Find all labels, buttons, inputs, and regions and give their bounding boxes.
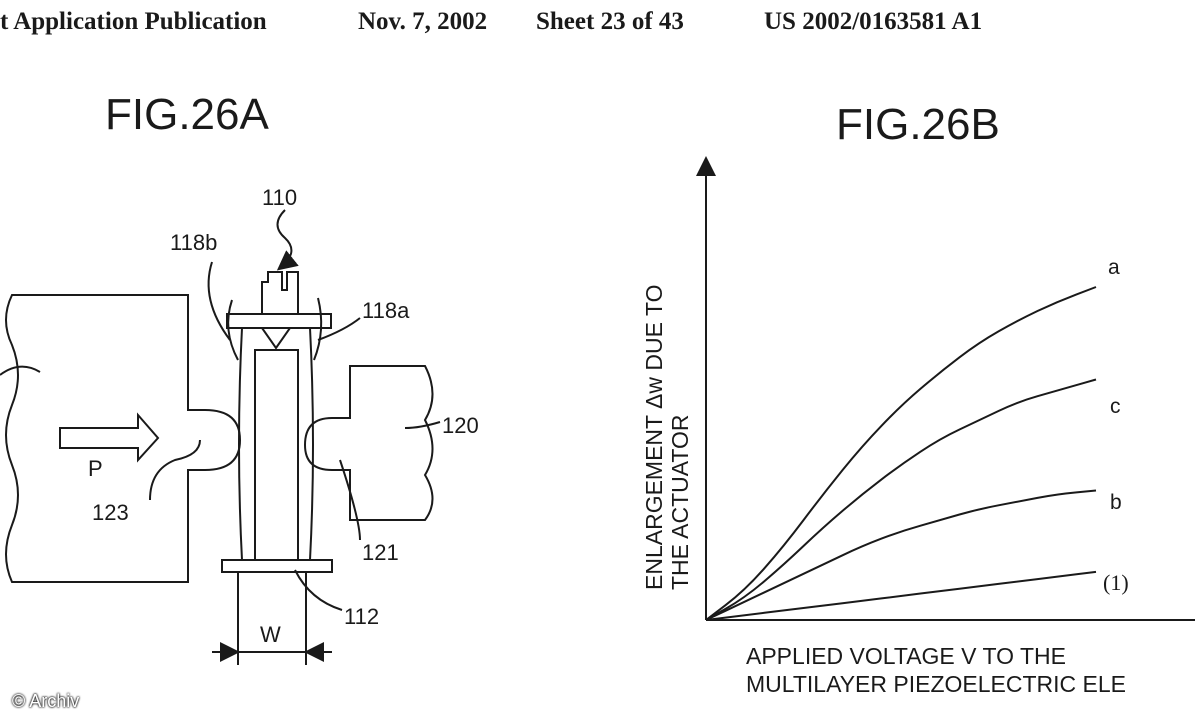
leader-118a-curve2: [313, 297, 323, 361]
x-axis-label-line1: APPLIED VOLTAGE V TO THE: [746, 643, 1066, 669]
leader-121: [339, 459, 361, 541]
label-110: 110: [262, 185, 297, 210]
curve-series-2: [705, 489, 1097, 621]
label-112: 112: [344, 604, 379, 629]
label-121: 121: [362, 540, 399, 565]
leader-118a-curve: [227, 299, 239, 361]
adjust-triangle: [260, 327, 292, 350]
header-date: Nov. 7, 2002: [358, 8, 488, 35]
label-123: 123: [92, 500, 129, 525]
curve-series-3: [705, 570, 1097, 621]
flange-bottom: [221, 559, 333, 573]
right-block-120: [303, 365, 434, 521]
fig-26b-axes: [696, 156, 1195, 621]
header-sheet: Sheet 23 of 43: [536, 8, 684, 35]
label-w: W: [260, 622, 281, 647]
leader-118b: [207, 261, 231, 341]
label-p: P: [88, 456, 103, 481]
leader-118a: [317, 317, 361, 341]
label-118b: 118b: [170, 230, 217, 255]
header-patent-number: US 2002/0163581 A1: [764, 8, 983, 35]
screw-110: [261, 271, 299, 314]
curve-series-0: [705, 286, 1097, 621]
leader-123: [149, 439, 201, 501]
curve-label-1: (1): [1103, 570, 1129, 595]
header-publication: t Application Publication: [0, 8, 267, 35]
left-block-leader: [0, 365, 41, 376]
leader-112: [294, 569, 343, 611]
curve-label-c: c: [1110, 395, 1121, 418]
fig-26b-title: FIG.26B: [836, 100, 1000, 149]
actuator-body: [238, 327, 314, 561]
fig-26a-title: FIG.26A: [105, 90, 269, 139]
flange-118a: [226, 313, 332, 329]
label-120: 120: [442, 413, 479, 438]
y-axis-label-line1: ENLARGEMENT Δw DUE TO: [641, 285, 667, 590]
leader-120: [404, 421, 441, 429]
fig-26a-diagram: [0, 209, 441, 665]
arrow-p: [59, 412, 160, 463]
x-axis-label-line2: MULTILAYER PIEZOELECTRIC ELE: [746, 671, 1126, 697]
y-axis-label-line2: THE ACTUATOR: [667, 415, 693, 591]
y-axis-label: ENLARGEMENT Δw DUE TO THE ACTUATOR: [641, 285, 693, 590]
actuator-core-112: [254, 349, 299, 561]
curve-label-a: a: [1108, 256, 1120, 279]
label-118a: 118a: [362, 298, 410, 323]
curve-series-1: [705, 378, 1097, 621]
chart-curves: [705, 286, 1097, 621]
left-block: [5, 294, 242, 583]
watermark: © Archiv: [12, 691, 80, 711]
curve-label-b: b: [1110, 491, 1122, 514]
leader-110: [276, 209, 299, 271]
